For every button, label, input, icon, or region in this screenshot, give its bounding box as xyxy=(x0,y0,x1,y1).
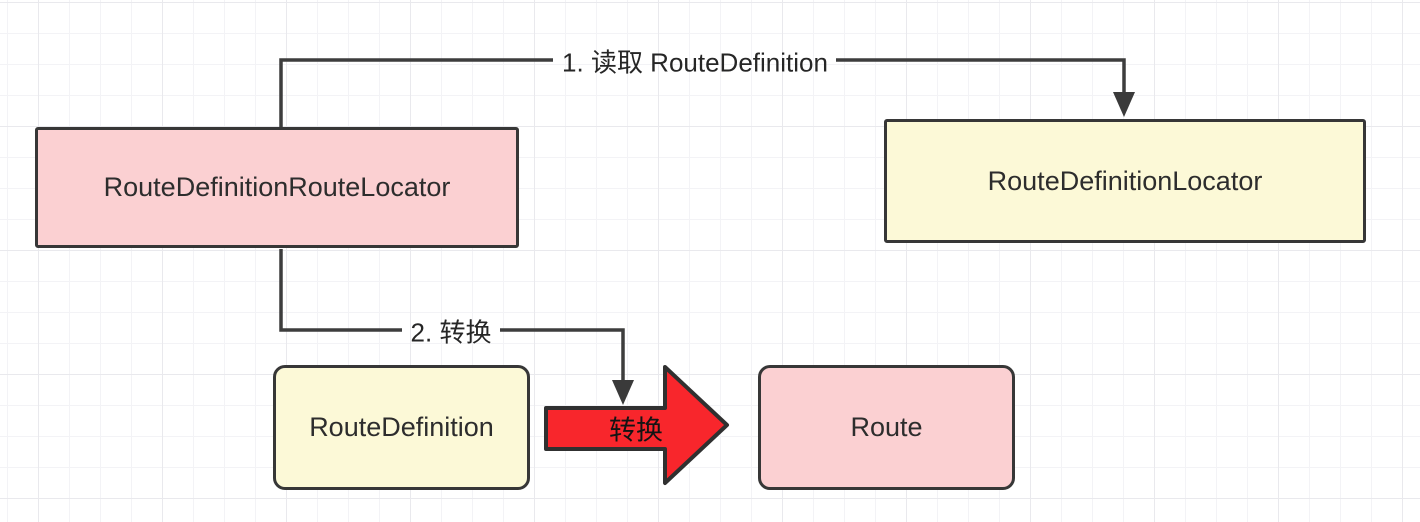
transform-arrow-label: 转换 xyxy=(609,415,663,446)
node-label: RouteDefinitionLocator xyxy=(987,165,1263,196)
node-route: Route xyxy=(758,365,1015,490)
edge-2-label: 2. 转换 xyxy=(410,317,492,348)
edge-2-line-right xyxy=(500,328,625,382)
edge-2-arrowhead-icon xyxy=(612,380,634,405)
edge-1-label: 1. 读取 RouteDefinition xyxy=(562,47,828,78)
edge-1-line-right xyxy=(836,58,1126,94)
node-label: RouteDefinition xyxy=(309,412,494,442)
node-label: RouteDefinitionRouteLocator xyxy=(103,172,451,202)
edge-1-line-left xyxy=(279,58,553,128)
node-route-definition-locator: RouteDefinitionLocator xyxy=(884,119,1366,243)
edge-2-line-left xyxy=(279,249,402,332)
node-route-definition: RouteDefinition xyxy=(273,365,530,490)
node-route-definition-route-locator: RouteDefinitionRouteLocator xyxy=(35,127,519,248)
edge-1-arrowhead-icon xyxy=(1113,92,1135,117)
node-label: Route xyxy=(850,412,923,442)
transform-arrow xyxy=(544,365,729,485)
